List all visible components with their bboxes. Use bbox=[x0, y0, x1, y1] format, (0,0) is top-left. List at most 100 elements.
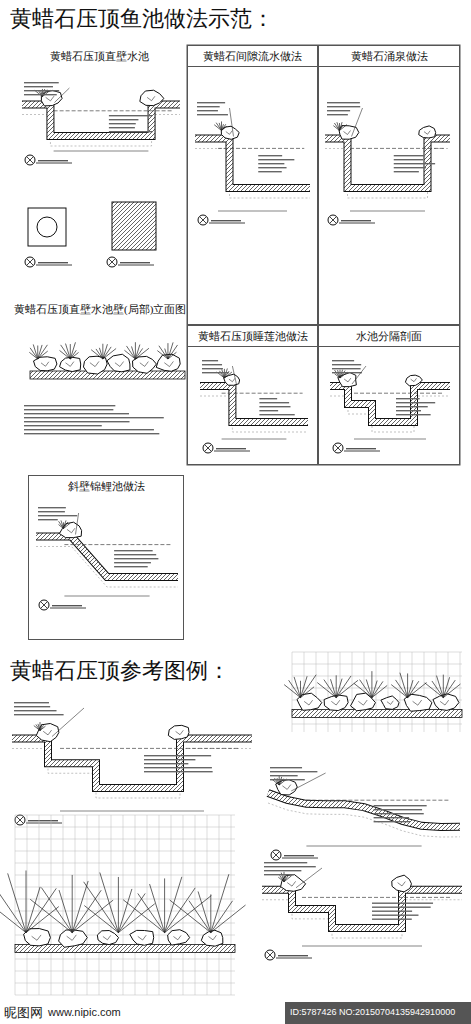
water-line bbox=[354, 393, 444, 394]
marker-underline bbox=[36, 265, 72, 266]
grid-line bbox=[27, 815, 28, 995]
note-line bbox=[38, 507, 66, 508]
plant-leaf bbox=[301, 676, 308, 697]
rock-crack bbox=[115, 362, 124, 367]
ground-band bbox=[30, 371, 185, 379]
plant-leaf bbox=[123, 900, 164, 933]
wall-fill bbox=[195, 139, 310, 189]
note-line bbox=[332, 368, 361, 369]
rock-crack bbox=[411, 378, 417, 381]
marker-caption bbox=[278, 955, 308, 956]
ground-band bbox=[15, 945, 235, 953]
plant-leaf bbox=[100, 872, 119, 932]
marker-underline bbox=[344, 451, 380, 452]
note-line bbox=[327, 106, 360, 107]
note-line bbox=[109, 115, 152, 116]
note-line bbox=[14, 714, 64, 715]
note-line bbox=[38, 515, 77, 516]
plant-leaf bbox=[211, 905, 246, 933]
detail-marker bbox=[271, 850, 281, 860]
note-line bbox=[374, 805, 427, 806]
plant-leaf bbox=[64, 523, 71, 528]
rock-crack bbox=[41, 362, 49, 366]
plant-leaf bbox=[391, 685, 407, 698]
rock-crack bbox=[226, 131, 232, 135]
note-line bbox=[394, 163, 435, 164]
plant-leaf bbox=[118, 889, 132, 933]
note-line bbox=[327, 102, 360, 103]
plant-leaf bbox=[198, 891, 211, 932]
plant-leaf bbox=[26, 887, 40, 933]
rock-symbol bbox=[83, 356, 107, 374]
note-line bbox=[258, 167, 286, 168]
plant-leaf bbox=[59, 521, 64, 528]
plant-leaf bbox=[211, 874, 229, 932]
dimension-line bbox=[64, 596, 149, 597]
note-line bbox=[197, 110, 218, 111]
rock-crack bbox=[424, 131, 430, 135]
plant-leaf bbox=[219, 123, 221, 131]
grid-line bbox=[171, 815, 172, 995]
water-line bbox=[222, 393, 303, 394]
grid-line bbox=[231, 815, 232, 995]
leader-line bbox=[52, 708, 84, 737]
note-line bbox=[109, 131, 152, 132]
wall-fill bbox=[325, 139, 450, 189]
leader-line bbox=[352, 108, 363, 137]
note-line bbox=[259, 398, 277, 399]
marker-caption bbox=[216, 448, 246, 449]
marker-underline bbox=[209, 223, 245, 224]
rock-crack bbox=[90, 361, 99, 366]
plant-leaf bbox=[340, 125, 347, 131]
plant-leaf bbox=[334, 123, 339, 130]
plant-leaf bbox=[150, 884, 165, 933]
note-line bbox=[24, 405, 115, 406]
detail-marker bbox=[107, 257, 117, 267]
detail-marker bbox=[25, 155, 35, 165]
note-line bbox=[396, 414, 431, 415]
plant-leaf bbox=[70, 352, 78, 359]
marker-underline bbox=[26, 823, 62, 824]
plant-leaf bbox=[118, 904, 154, 933]
wall-outline bbox=[262, 890, 462, 928]
rock-symbol bbox=[59, 930, 88, 947]
detail-marker bbox=[25, 257, 35, 267]
grid-line bbox=[15, 875, 235, 876]
note-line bbox=[259, 406, 290, 407]
note-line bbox=[259, 414, 294, 415]
detail-marker bbox=[328, 215, 338, 225]
note-line bbox=[24, 90, 59, 91]
plant-leaf bbox=[26, 888, 56, 932]
leader-line bbox=[291, 773, 325, 791]
marker-caption bbox=[284, 855, 314, 856]
detail-marker-cross bbox=[267, 952, 273, 958]
plant-leaf bbox=[70, 342, 75, 359]
grid-line bbox=[39, 815, 40, 995]
note-line bbox=[197, 114, 228, 115]
wall-outline bbox=[12, 739, 252, 789]
plant-leaf bbox=[437, 676, 444, 698]
panel-heading: 黄蜡石间隙流水做法 bbox=[188, 46, 317, 67]
water-line bbox=[302, 897, 452, 898]
dimension-line bbox=[302, 946, 422, 947]
rock-crack bbox=[176, 730, 184, 734]
rock-crack bbox=[140, 362, 148, 367]
plant-leaf bbox=[165, 349, 168, 359]
plant-leaf bbox=[38, 345, 48, 359]
leader-line bbox=[296, 868, 322, 888]
note-line bbox=[24, 421, 130, 422]
plant-leaf bbox=[36, 724, 40, 730]
section-heading: 黄蜡石压顶参考图例： bbox=[10, 656, 230, 686]
plant-leaf bbox=[118, 877, 119, 933]
plant-leaf bbox=[336, 680, 358, 697]
plant-leaf bbox=[84, 882, 119, 933]
grid-line bbox=[15, 839, 235, 840]
drawing-panel: 斜壁锦鲤池做法 bbox=[28, 475, 184, 640]
note-line bbox=[114, 558, 158, 559]
wall-fill bbox=[262, 890, 462, 928]
plant-leaf bbox=[135, 342, 136, 359]
grid-line bbox=[15, 887, 235, 888]
note-line bbox=[372, 907, 431, 908]
plant-leaf bbox=[135, 348, 149, 359]
drawing-panel: 黄蜡石涌泉做法 bbox=[318, 45, 460, 325]
